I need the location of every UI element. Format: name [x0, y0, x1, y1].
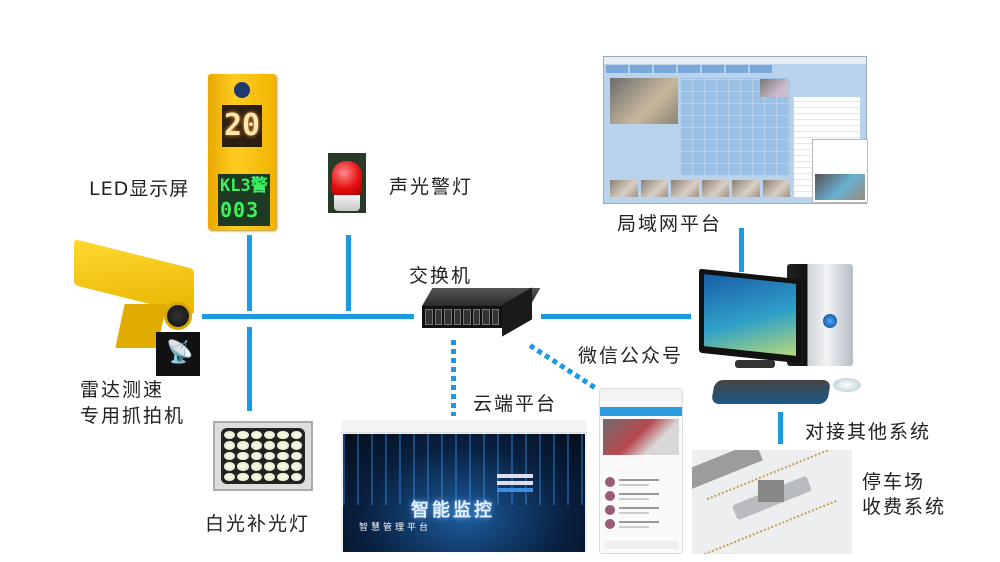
phone-record-row [605, 505, 677, 517]
cloud-platform-screenshot: 智能监控 智慧管理平台 [341, 420, 587, 552]
world-map-screen [704, 274, 796, 356]
lan-capture-thumbnails [610, 180, 790, 197]
toll-booth-icon [758, 480, 784, 502]
line-led-display [247, 235, 252, 311]
alarm-dome [332, 161, 362, 195]
alarm-base [334, 195, 360, 211]
radar-camera-label-line1: 雷达测速 [80, 379, 165, 401]
dotted-line-cloud [451, 340, 456, 416]
parking-label-line2: 收费系统 [862, 496, 947, 518]
line-alarm-light [346, 235, 351, 311]
switch-ports [422, 306, 502, 328]
white-fill-light-icon [213, 421, 313, 491]
lan-platform-screenshot [603, 56, 868, 204]
power-button-icon [823, 314, 837, 328]
alarm-light-label: 声光警灯 [389, 176, 474, 198]
cloud-screen-subtitle: 智慧管理平台 [359, 523, 432, 533]
speed-value: 20 [223, 108, 261, 143]
radar-camera-label-line2: 专用抓拍机 [80, 405, 186, 427]
line-fill-light [247, 327, 252, 411]
lan-platform-label: 局域网平台 [617, 213, 723, 235]
white-fill-light-label: 白光补光灯 [205, 513, 311, 535]
phone-header-bar [600, 407, 682, 416]
browser-bar [341, 420, 587, 433]
parking-system-illustration [692, 450, 852, 554]
pc-monitor [699, 268, 801, 364]
cloud-login-background: 智能监控 智慧管理平台 [343, 434, 585, 552]
mouse-icon [833, 378, 861, 392]
bus-line-main [202, 314, 414, 319]
cloud-platform-label: 云端平台 [473, 393, 558, 415]
wechat-phone-screenshot [599, 388, 683, 554]
radar-dish-icon: 📡 [156, 332, 200, 376]
computer-label: 对接其他系统 [805, 421, 932, 443]
code-text: 003 [220, 198, 260, 222]
lan-main-video [610, 78, 678, 124]
led-array [221, 428, 305, 484]
lan-detail-popup [812, 139, 868, 203]
alarm-light-icon [328, 153, 366, 213]
plate-panel: KL3警 003 [218, 174, 270, 226]
line-switch-computer [541, 314, 691, 319]
line-lan-computer [739, 228, 744, 272]
radar-sensor-icon [234, 82, 250, 98]
lan-tabs [606, 65, 772, 73]
cloud-login-form [497, 474, 533, 506]
phone-record-row [605, 491, 677, 503]
plate-text: KL3警 [220, 176, 268, 196]
radar-camera-icon: 📡 [68, 239, 203, 376]
cloud-screen-title: 智能监控 [411, 500, 495, 521]
parking-label-line1: 停车场 [862, 471, 926, 493]
led-display-sign: 20 KL3警 003 [208, 74, 276, 230]
line-computer-parking [778, 412, 783, 444]
keyboard-icon [710, 380, 832, 404]
phone-capture-photo [603, 419, 679, 455]
phone-record-row [605, 519, 677, 531]
phone-record-row [605, 477, 677, 489]
network-switch-icon [422, 287, 541, 340]
camera-lens [164, 302, 192, 330]
phone-nav-bar [604, 541, 678, 549]
wechat-label: 微信公众号 [578, 345, 684, 367]
lan-small-video [760, 79, 788, 97]
switch-label: 交换机 [409, 265, 473, 287]
led-display-label: LED显示屏 [89, 178, 190, 200]
desktop-computer-icon [693, 262, 863, 412]
speed-panel: 20 [222, 105, 262, 147]
